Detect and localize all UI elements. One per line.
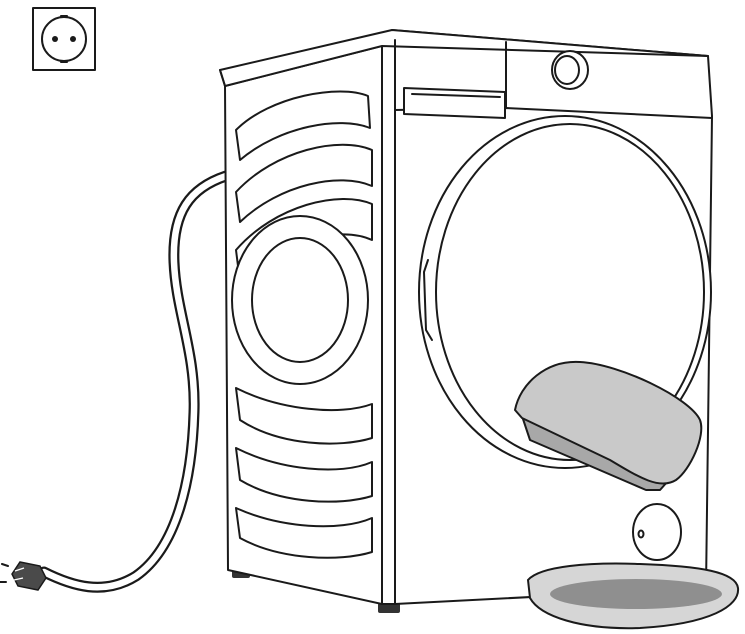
side-vent [235,447,373,503]
side-vent [235,507,373,559]
side-vent [235,387,373,445]
side-drum-ring-inner [251,237,349,363]
maintenance-flap [514,360,703,491]
side-vent [235,143,373,223]
side-vent-group [231,90,373,559]
control-knob [551,50,589,90]
power-socket-icon [32,7,96,71]
filter-cap [632,503,682,561]
water-tray [526,562,740,630]
power-cord [38,170,232,593]
side-vent [235,90,371,161]
plug-icon [0,561,47,591]
detergent-drawer [403,87,506,119]
